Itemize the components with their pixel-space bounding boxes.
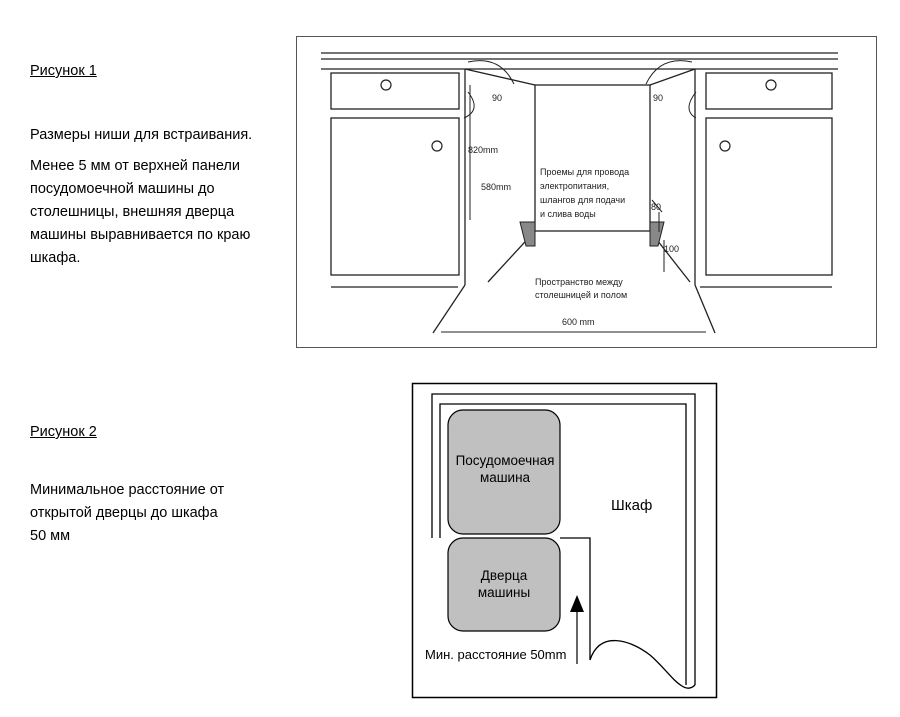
dim-80-label: 80 — [651, 202, 661, 212]
figure1-line1: Размеры ниши для встраивания. — [30, 127, 253, 143]
dishwasher-label-line: машина — [479, 470, 531, 485]
figure1-desc-line: посудомоечной машины до — [30, 181, 215, 197]
door-label: Дверца машины — [448, 567, 560, 601]
space-line: Пространство между — [535, 277, 623, 287]
width-label: 600 mm — [562, 317, 595, 327]
height-label: 820mm — [468, 145, 498, 155]
cabinet-label: Шкаф — [611, 497, 653, 514]
figure1-label: Рисунок 1 — [30, 63, 97, 79]
figure1-desc-line: столешницы, внешняя дверца — [30, 204, 235, 220]
dishwasher-label: Посудомоечная машина — [448, 452, 562, 486]
figure2-label: Рисунок 2 — [30, 424, 97, 440]
depth-label: 580mm — [481, 182, 511, 192]
figure1-description: Менее 5 мм от верхней панели посудомоечн… — [30, 155, 250, 270]
dim-100-label: 100 — [664, 244, 679, 254]
dishwasher-label-line: Посудомоечная — [455, 453, 555, 468]
openings-line: электропитания, — [540, 181, 609, 191]
angle-right-label: 90 — [653, 93, 663, 103]
openings-line: шлангов для подачи — [540, 195, 625, 205]
figure2-desc-line: Минимальное расстояние от — [30, 482, 225, 498]
figure2-description: Минимальное расстояние от открытой дверц… — [30, 479, 224, 548]
space-line: столешницей и полом — [535, 290, 627, 300]
openings-line: и слива воды — [540, 209, 596, 219]
figure1-desc-line: Менее 5 мм от верхней панели — [30, 158, 240, 174]
angle-left-label: 90 — [492, 93, 502, 103]
openings-line: Проемы для провода — [540, 167, 629, 177]
figure2-desc-line: открытой дверцы до шкафа — [30, 505, 218, 521]
figure1-desc-line: шкафа. — [30, 250, 81, 266]
door-label-line: Дверца — [480, 568, 528, 583]
door-label-line: машины — [477, 585, 531, 600]
figure2-desc-line: 50 мм — [30, 528, 71, 544]
min-distance-label: Мин. расстояние 50mm — [425, 647, 567, 662]
figure1-desc-line: машины выравнивается по краю — [30, 227, 251, 243]
